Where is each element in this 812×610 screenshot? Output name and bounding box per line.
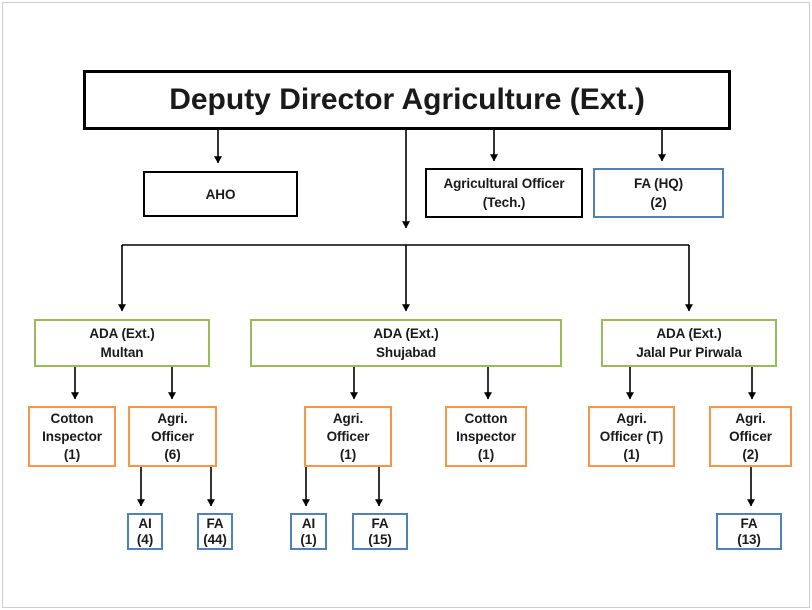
node-label-line: FA (HQ)	[633, 176, 684, 191]
node-label-line: (44)	[203, 531, 227, 547]
node-label-line: Shujabad	[376, 345, 436, 360]
node-fa-shujabad: FA (15)	[352, 513, 408, 550]
node-label-line: FA	[206, 515, 224, 531]
node-label-line: (13)	[737, 531, 761, 547]
node-label-line: (1)	[623, 446, 640, 462]
node-ada-shujabad: ADA (Ext.) Shujabad	[250, 319, 562, 367]
node-label-line: (1)	[300, 531, 317, 547]
node-label-line: ADA (Ext.)	[373, 326, 439, 341]
node-label-line: ADA (Ext.)	[656, 326, 722, 341]
node-label-line: Inspector	[42, 428, 102, 444]
node-label-line: (15)	[368, 531, 392, 547]
node-label-line: Cotton	[50, 410, 94, 426]
node-fa-hq: FA (HQ) (2)	[593, 168, 724, 218]
node-ada-jalal-pur-pirwala: ADA (Ext.) Jalal Pur Pirwala	[601, 319, 777, 367]
node-label-line: AI	[301, 515, 316, 531]
node-ai-shujabad: AI (1)	[290, 513, 327, 550]
node-label-line: (1)	[477, 446, 495, 462]
node-ai-multan: AI (4)	[127, 513, 163, 550]
node-label-line: (2)	[650, 195, 667, 210]
node-label-line: Officer	[151, 428, 194, 444]
node-deputy-director: Deputy Director Agriculture (Ext.)	[83, 70, 731, 130]
node-agricultural-officer-tech: Agricultural Officer (Tech.)	[425, 168, 583, 218]
node-label-line: (6)	[164, 446, 181, 462]
node-label-line: Deputy Director Agriculture (Ext.)	[169, 83, 645, 116]
node-label-line: Officer	[729, 428, 772, 444]
node-fa-multan: FA (44)	[197, 513, 233, 550]
node-label-line: Agri.	[616, 410, 647, 426]
node-label-line: Agri.	[735, 410, 766, 426]
node-label-line: FA	[371, 515, 389, 531]
node-agri-officer-t-jpp: Agri. Officer (T) (1)	[588, 406, 675, 467]
node-label-line: Multan	[100, 345, 144, 360]
node-label-line: (1)	[63, 446, 81, 462]
node-label-line: Agri.	[332, 410, 364, 426]
node-label-line: Agri.	[157, 410, 188, 426]
node-cotton-inspector-multan: Cotton Inspector (1)	[28, 406, 116, 467]
node-label-line: Inspector	[456, 428, 516, 444]
node-label-line: (4)	[136, 531, 154, 547]
node-cotton-inspector-shujabad: Cotton Inspector (1)	[445, 406, 527, 467]
node-agri-officer-shujabad: Agri. Officer (1)	[304, 406, 392, 467]
node-label-line: AHO	[205, 186, 236, 202]
node-label-line: Jalal Pur Pirwala	[636, 345, 742, 360]
node-label-line: Cotton	[464, 410, 508, 426]
node-ada-multan: ADA (Ext.) Multan	[34, 319, 210, 367]
node-label-line: (2)	[742, 446, 759, 462]
node-label-line: ADA (Ext.)	[89, 326, 155, 341]
node-fa-jpp: FA (13)	[716, 513, 782, 550]
node-agri-officer-jpp: Agri. Officer (2)	[709, 406, 792, 467]
node-label-line: Officer (T)	[599, 428, 664, 444]
node-label-line: FA	[740, 515, 758, 531]
node-label-line: Officer	[326, 428, 370, 444]
node-label-line: AI	[138, 515, 152, 531]
node-label-line: (1)	[339, 446, 357, 462]
node-aho: AHO	[143, 171, 298, 217]
node-label-line: (Tech.)	[482, 195, 526, 210]
node-agri-officer-multan: Agri. Officer (6)	[128, 406, 217, 467]
node-label-line: Agricultural Officer	[443, 176, 565, 191]
